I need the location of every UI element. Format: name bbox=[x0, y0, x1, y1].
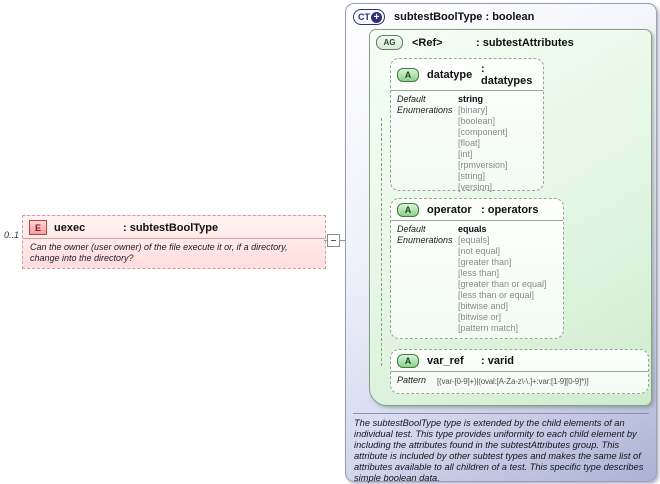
default-label: Default bbox=[397, 94, 426, 104]
enum-value: [float] bbox=[458, 138, 481, 148]
element-icon: E bbox=[29, 220, 47, 235]
enum-value: [not equal] bbox=[458, 246, 501, 256]
attribute-name: operator bbox=[427, 204, 472, 216]
multiplicity-label: 0..1 bbox=[4, 230, 20, 240]
plus-icon: + bbox=[371, 11, 382, 23]
attribute-facets: Default Enumerations string [binary] [bo… bbox=[391, 91, 543, 193]
attribute-icon: A bbox=[397, 354, 419, 368]
element-header[interactable]: E uexec : subtestBoolType bbox=[23, 216, 325, 239]
attribute-name: var_ref bbox=[427, 355, 464, 367]
enum-value: [greater than] bbox=[458, 257, 512, 267]
documentation-text: The subtestBoolType type is extended by … bbox=[354, 418, 644, 483]
enum-value: [binary] bbox=[458, 105, 488, 115]
complex-type-header: CT + subtestBoolType : boolean bbox=[353, 9, 534, 25]
enum-value: [component] bbox=[458, 127, 508, 137]
attribute-operator-header: A operator : operators bbox=[391, 199, 563, 221]
documentation-divider bbox=[353, 413, 649, 414]
default-value: equals bbox=[458, 224, 487, 234]
attribute-icon: A bbox=[397, 203, 419, 217]
element-annotation: Can the owner (user owner) of the file e… bbox=[30, 242, 288, 263]
facet-labels: Default Enumerations bbox=[397, 94, 458, 193]
attribute-var-ref-header: A var_ref : varid bbox=[391, 350, 648, 372]
attribute-facets: Pattern [(var-[0-9]+)|(oval:[A-Za-z\-\.]… bbox=[391, 372, 648, 387]
attribute-tree-line bbox=[381, 118, 382, 366]
facet-values: [(var-[0-9]+)|(oval:[A-Za-z\-\.]+:var:[1… bbox=[437, 375, 642, 387]
enum-value: [boolean] bbox=[458, 116, 496, 126]
expand-toggle[interactable] bbox=[327, 234, 340, 247]
attribute-name: datatype bbox=[427, 69, 473, 81]
attribute-icon: A bbox=[397, 68, 419, 82]
enum-value: [equals] bbox=[458, 235, 490, 245]
attribute-group-box[interactable]: AG <Ref> : subtestAttributes A datatype … bbox=[369, 29, 652, 406]
minus-icon bbox=[331, 240, 336, 241]
attribute-datatype-header: A datatype : datatypes bbox=[391, 59, 543, 91]
enumerations-label: Enumerations bbox=[397, 105, 453, 115]
enum-value: [bitwise or] bbox=[458, 312, 502, 322]
attribute-var-ref-box[interactable]: A var_ref : varid Pattern [(var-[0-9]+)|… bbox=[390, 349, 649, 394]
enum-value: [less than or equal] bbox=[458, 290, 535, 300]
enum-value: [bitwise and] bbox=[458, 301, 509, 311]
facet-labels: Default Enumerations bbox=[397, 224, 458, 334]
attribute-group-type: : subtestAttributes bbox=[476, 36, 574, 49]
enum-value: [less than] bbox=[458, 268, 500, 278]
complex-type-icon-label: CT bbox=[358, 12, 370, 22]
enum-value: [pattern match] bbox=[458, 323, 519, 333]
complex-type-box: CT + subtestBoolType : boolean AG <Ref> … bbox=[345, 3, 657, 483]
facet-values: equals [equals] [not equal] [greater tha… bbox=[458, 224, 557, 334]
attribute-facets: Default Enumerations equals [equals] [no… bbox=[391, 221, 563, 334]
attribute-type: : varid bbox=[481, 355, 515, 367]
facet-labels: Pattern bbox=[397, 375, 437, 387]
enum-value: [rpmversion] bbox=[458, 160, 508, 170]
element-type: : subtestBoolType bbox=[123, 221, 219, 234]
element-name: uexec bbox=[54, 221, 86, 234]
attribute-type: : datatypes bbox=[481, 63, 533, 87]
enum-value: [int] bbox=[458, 149, 473, 159]
attribute-type: : operators bbox=[481, 204, 539, 216]
attribute-group-name: <Ref> bbox=[412, 36, 443, 49]
complex-type-title: subtestBoolType : boolean bbox=[394, 11, 535, 23]
default-value: string bbox=[458, 94, 484, 104]
complex-type-icon: CT + bbox=[353, 9, 385, 25]
attribute-operator-box[interactable]: A operator : operators Default Enumerati… bbox=[390, 198, 564, 339]
enumerations-label: Enumerations bbox=[397, 235, 453, 245]
attribute-group-header: AG <Ref> : subtestAttributes bbox=[376, 35, 574, 50]
element-uexec-box[interactable]: E uexec : subtestBoolType Can the owner … bbox=[22, 215, 326, 269]
default-label: Default bbox=[397, 224, 426, 234]
facet-values: string [binary] [boolean] [component] [f… bbox=[458, 94, 537, 193]
enum-value: [version] bbox=[458, 182, 493, 192]
attribute-datatype-box[interactable]: A datatype : datatypes Default Enumerati… bbox=[390, 58, 544, 193]
attribute-group-icon: AG bbox=[376, 35, 403, 50]
pattern-value: [(var-[0-9]+)|(oval:[A-Za-z\-\.]+:var:[1… bbox=[437, 377, 589, 386]
enum-value: [string] bbox=[458, 171, 486, 181]
enum-value: [greater than or equal] bbox=[458, 279, 547, 289]
pattern-label: Pattern bbox=[397, 375, 427, 385]
